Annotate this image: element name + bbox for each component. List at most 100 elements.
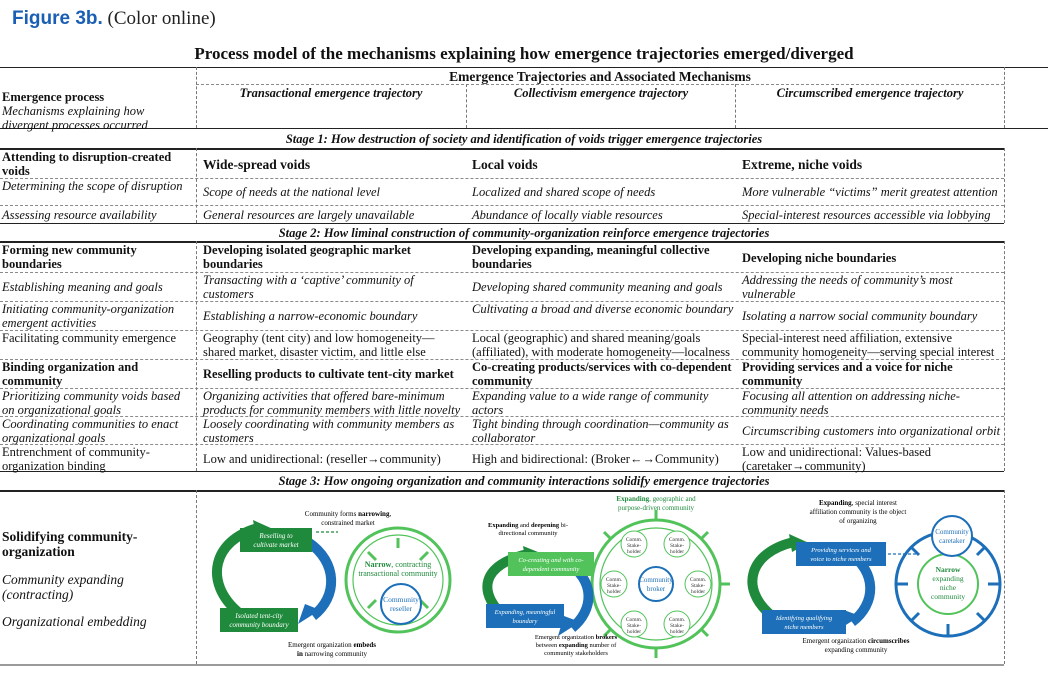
diagram-caption: affiliation community is the object	[810, 508, 907, 516]
arrow-label: Identifying qualifying	[775, 615, 833, 622]
stakeholder-label: Stake-	[627, 543, 641, 549]
stakeholder-label: Comm.	[606, 577, 623, 583]
table-cell: Developing expanding, meaningful collect…	[472, 243, 710, 271]
stage1-rule	[0, 148, 1004, 150]
circle-label: Narrow	[936, 565, 961, 574]
diagram-caption: Expanding, special interest	[819, 499, 897, 507]
stakeholder-label: Comm.	[690, 577, 707, 583]
row-divider	[0, 205, 1004, 206]
row-divider	[0, 272, 1004, 273]
table-cell: Low and unidirectional: Values-based (ca…	[742, 445, 931, 473]
stage2-bottom-rule	[0, 471, 1004, 472]
table-bottom-rule	[0, 664, 1004, 666]
table-cell: Scope of needs at the national level	[203, 185, 381, 199]
column-separator	[196, 67, 197, 128]
community-inner-ring	[599, 527, 713, 641]
stakeholder-node	[620, 610, 648, 638]
col-header-collectivism: Collectivism emergence trajectory	[513, 86, 689, 100]
stakeholder-node	[663, 610, 691, 638]
table-cell: Isolating a narrow social community boun…	[742, 309, 978, 323]
table-cell: Extreme, niche voids	[742, 157, 863, 172]
row-divider	[0, 388, 1004, 389]
cycle-arrow-right	[305, 537, 337, 620]
table-cell: Organizing activities that offered bare-…	[203, 389, 461, 417]
node-label: caretaker	[939, 537, 965, 545]
arrow-label: community boundary	[229, 621, 289, 629]
table-cell: Developing shared community meaning and …	[472, 280, 723, 294]
table-cell: Geography (tent city) and low homogeneit…	[203, 331, 435, 359]
row-label: Binding organization and community	[2, 360, 139, 388]
arrow-band	[796, 542, 886, 566]
arrow-band	[240, 528, 312, 552]
stakeholder-node	[620, 530, 648, 558]
diagram-caption: between expanding number of	[536, 642, 618, 649]
node-label: Community	[935, 528, 969, 536]
table-cell: Local (geographic) and shared meaning/go…	[472, 331, 731, 359]
table-cell: Developing isolated geographic market bo…	[203, 243, 411, 271]
table-cell: Expanding value to a wide range of commu…	[472, 389, 709, 417]
table-cell: Circumscribing customers into organizati…	[742, 424, 1001, 438]
stakeholder-label: Stake-	[627, 623, 641, 629]
arrow-band	[508, 552, 594, 576]
col-header-circumscribed: Circumscribed emergence trajectory	[776, 86, 964, 100]
arrow-label: Reselling to	[258, 532, 293, 540]
arrow-label: Isolated tent-city	[234, 612, 283, 620]
table-cell: Establishing a narrow-economic boundary	[203, 309, 418, 323]
stakeholder-label: holder	[607, 589, 621, 595]
row-label: Establishing meaning and goals	[2, 280, 163, 294]
arrow-band	[220, 608, 298, 632]
column-separator	[196, 490, 197, 664]
diagram-caption: Expanding, geographic and	[616, 495, 696, 503]
circle-label: Narrow, contracting	[365, 560, 432, 569]
arrow-label: Expanding, meaningful	[494, 609, 556, 616]
figure-title: Process model of the mechanisms explaini…	[194, 44, 854, 63]
right-border	[1004, 490, 1005, 664]
table-cell: General resources are largely unavailabl…	[203, 208, 415, 222]
stakeholder-label: holder	[670, 629, 684, 635]
table-cell: Transacting with a ‘captive’ community o…	[203, 273, 414, 301]
diagram-caption: Expanding and deepening bi-	[488, 522, 568, 529]
table-cell: Local voids	[472, 157, 538, 172]
table-cell: Cultivating a broad and diverse economic…	[472, 302, 734, 316]
row-label: Attending to disruption-created voids	[2, 150, 172, 178]
table-cell: Wide-spread voids	[203, 157, 311, 172]
circle-label: transactional community	[358, 569, 437, 578]
diagram-caption: Emergent organization brokers	[535, 634, 618, 641]
stakeholder-label: Stake-	[607, 583, 621, 589]
caretaker-node	[931, 515, 973, 557]
figure-label: Figure 3b. (Color online)	[12, 8, 216, 30]
diagram-transactional: Community forms narrowing, constrained m…	[211, 510, 452, 658]
row-divider	[0, 330, 1004, 331]
row-label: Facilitating community emergence	[2, 331, 177, 345]
header-dash-rule	[196, 84, 1004, 85]
row-divider	[0, 178, 1004, 179]
table-cell: More vulnerable “victims” merit greatest…	[742, 185, 998, 199]
row-divider	[0, 301, 1004, 302]
row-label: Assessing resource availability	[2, 208, 157, 222]
table-cell: Tight binding through coordination—commu…	[472, 417, 729, 445]
node-label: reseller	[390, 604, 413, 613]
table-cell: Special-interest need affiliation, exten…	[742, 331, 995, 359]
row-label: Prioritizing community voids based on or…	[2, 389, 181, 417]
diagram-caption: of organizing	[839, 517, 877, 525]
diagram-circumscribed: Expanding, special interest affiliation …	[747, 499, 1002, 654]
broker-node	[638, 566, 674, 602]
row-label: Coordinating communities to enact organi…	[2, 417, 179, 445]
table-cell: Loosely coordinating with community memb…	[203, 417, 455, 445]
stakeholder-label: Comm.	[669, 617, 686, 623]
stage3-label: Community expanding (contracting)	[2, 572, 124, 602]
arrow-head	[298, 604, 320, 624]
row-label: Determining the scope of disruption	[2, 179, 183, 193]
stage3-title: Stage 3: How ongoing organization and co…	[278, 474, 770, 488]
stakeholder-label: Stake-	[691, 583, 705, 589]
table-cell: High and bidirectional: (Broker←→Communi…	[472, 452, 719, 466]
table-cell: Addressing the needs of community’s most…	[742, 273, 953, 301]
arrow-label: boundary	[513, 618, 538, 625]
reseller-node	[380, 583, 422, 625]
column-separator	[196, 241, 197, 471]
right-border	[1004, 148, 1005, 223]
span-header: Emergence Trajectories and Associated Me…	[449, 69, 751, 84]
stakeholder-label: holder	[627, 549, 641, 555]
circle-label: expanding	[932, 574, 963, 583]
stakeholder-label: Stake-	[670, 543, 684, 549]
